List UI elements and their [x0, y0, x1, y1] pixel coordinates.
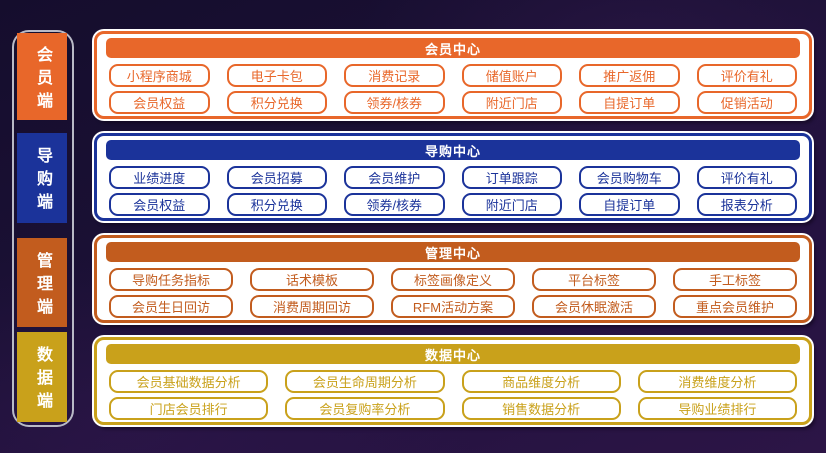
feature-pill: 自提订单: [579, 193, 680, 216]
section-header-bar: 会员中心: [106, 38, 800, 58]
feature-pill: 手工标签: [673, 268, 797, 291]
feature-pill: 导购业绩排行: [637, 397, 797, 420]
feature-pill: 自提订单: [579, 91, 680, 114]
feature-pill: 电子卡包: [226, 64, 327, 87]
feature-pill: 门店会员排行: [109, 397, 269, 420]
section-guide-center: 导购中心 业绩进度 会员招募 会员维护 订单跟踪 会员购物车 评价有礼 会员权益…: [94, 133, 812, 221]
feature-pill: 商品维度分析: [461, 370, 621, 393]
sidebar-item-label: 导购端: [34, 147, 51, 216]
feature-pill: 订单跟踪: [461, 166, 562, 189]
feature-pill: 促销活动: [696, 91, 797, 114]
feature-pill: 积分兑换: [226, 193, 327, 216]
feature-pill: 话术模板: [250, 268, 374, 291]
feature-pill: 会员招募: [226, 166, 327, 189]
feature-pill: 评价有礼: [696, 166, 797, 189]
feature-pill: 平台标签: [532, 268, 656, 291]
feature-pill: 评价有礼: [696, 64, 797, 87]
feature-pill: 会员生日回访: [109, 295, 233, 318]
section-data-center: 数据中心 会员基础数据分析 会员生命周期分析 商品维度分析 消费维度分析 门店会…: [94, 337, 812, 425]
feature-pill: 消费维度分析: [637, 370, 797, 393]
feature-grid: 业绩进度 会员招募 会员维护 订单跟踪 会员购物车 评价有礼 会员权益 积分兑换…: [109, 166, 797, 216]
feature-pill: 会员购物车: [579, 166, 680, 189]
feature-pill: 业绩进度: [109, 166, 210, 189]
sidebar-item-label: 会员端: [34, 45, 51, 115]
section-header-bar: 数据中心: [106, 344, 800, 364]
section-header-bar: 管理中心: [106, 242, 800, 262]
sidebar-item-data-client: 数据端: [17, 332, 67, 422]
feature-pill: 消费周期回访: [250, 295, 374, 318]
sidebar-item-member-client: 会员端: [17, 33, 67, 120]
feature-pill: 领券/核券: [344, 91, 445, 114]
feature-grid: 会员基础数据分析 会员生命周期分析 商品维度分析 消费维度分析 门店会员排行 会…: [109, 370, 797, 420]
section-title: 会员中心: [424, 41, 481, 57]
section-member-center: 会员中心 小程序商城 电子卡包 消费记录 储值账户 推广返佣 评价有礼 会员权益…: [94, 31, 812, 119]
feature-pill: 会员权益: [109, 193, 210, 216]
feature-pill: 销售数据分析: [461, 397, 621, 420]
feature-pill: 附近门店: [461, 91, 562, 114]
section-title: 管理中心: [424, 245, 481, 261]
sidebar-item-label: 管理端: [34, 251, 51, 321]
section-title: 数据中心: [424, 347, 481, 363]
feature-pill: 报表分析: [696, 193, 797, 216]
feature-pill: 小程序商城: [109, 64, 210, 87]
feature-pill: 消费记录: [344, 64, 445, 87]
feature-pill: 会员维护: [344, 166, 445, 189]
feature-pill: 领券/核券: [344, 193, 445, 216]
client-rail-outline: [12, 30, 74, 427]
feature-pill: RFM活动方案: [391, 295, 515, 318]
sidebar-item-guide-client: 导购端: [17, 133, 67, 223]
section-management-center: 管理中心 导购任务指标 话术模板 标签画像定义 平台标签 手工标签 会员生日回访…: [94, 235, 812, 323]
feature-pill: 重点会员维护: [673, 295, 797, 318]
section-header-bar: 导购中心: [106, 140, 800, 160]
feature-pill: 会员生命周期分析: [285, 370, 445, 393]
sidebar-item-admin-client: 管理端: [17, 238, 67, 327]
feature-grid: 小程序商城 电子卡包 消费记录 储值账户 推广返佣 评价有礼 会员权益 积分兑换…: [109, 64, 797, 114]
feature-grid: 导购任务指标 话术模板 标签画像定义 平台标签 手工标签 会员生日回访 消费周期…: [109, 268, 797, 318]
feature-pill: 储值账户: [461, 64, 562, 87]
sidebar-item-label: 数据端: [34, 346, 51, 415]
feature-pill: 导购任务指标: [109, 268, 233, 291]
feature-pill: 标签画像定义: [391, 268, 515, 291]
feature-pill: 附近门店: [461, 193, 562, 216]
section-title: 导购中心: [424, 143, 481, 159]
feature-pill: 会员复购率分析: [285, 397, 445, 420]
feature-pill: 积分兑换: [226, 91, 327, 114]
feature-pill: 推广返佣: [579, 64, 680, 87]
feature-pill: 会员权益: [109, 91, 210, 114]
feature-pill: 会员休眠激活: [532, 295, 656, 318]
feature-pill: 会员基础数据分析: [109, 370, 269, 393]
